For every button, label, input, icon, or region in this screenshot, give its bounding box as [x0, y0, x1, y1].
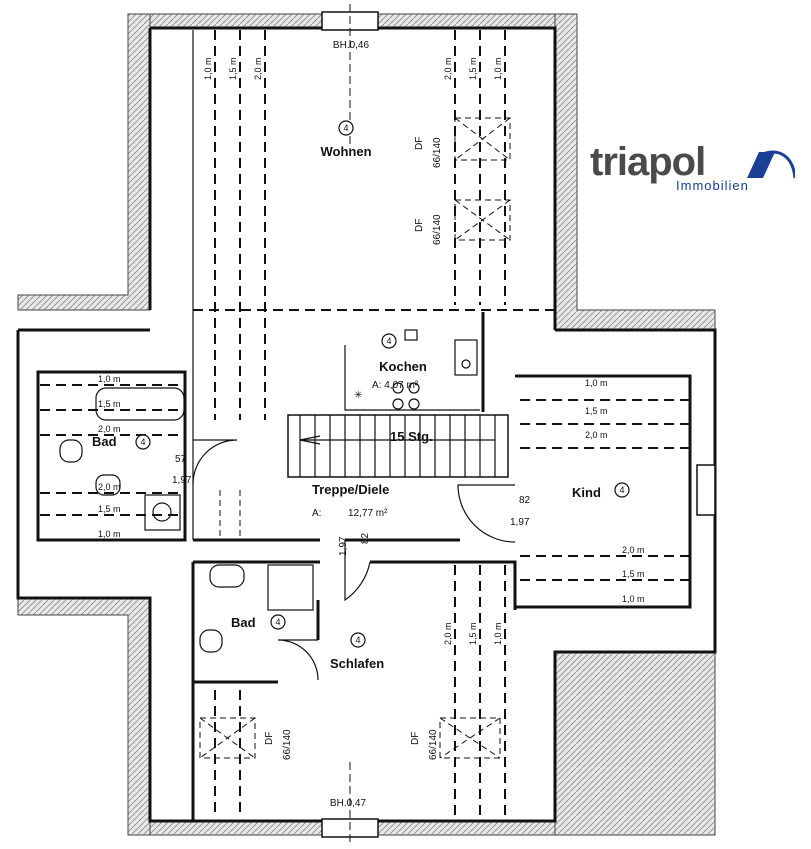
svg-text:1,5 m: 1,5 m: [468, 622, 478, 645]
height-labels-horizontal: 1,0 m 1,5 m 2,0 m 2,0 m 1,5 m 1,0 m 1,0 …: [98, 374, 645, 604]
window-label-top: BH.0,46: [333, 40, 370, 51]
df-size: 66/140: [428, 729, 439, 760]
room-kind: Kind 4: [572, 482, 630, 500]
svg-text:1,5 m: 1,5 m: [228, 57, 238, 80]
height-labels: 1,0 m 1,5 m 2,0 m 2,0 m 1,5 m 1,0 m 2,0 …: [203, 57, 503, 645]
df-label: DF: [264, 732, 275, 745]
door-width: 57: [175, 454, 187, 465]
door-height: 1,97: [510, 517, 530, 528]
svg-text:2,0 m: 2,0 m: [443, 622, 453, 645]
svg-text:2,0 m: 2,0 m: [98, 482, 121, 492]
svg-text:1,0 m: 1,0 m: [585, 378, 608, 388]
df-size: 66/140: [432, 137, 443, 168]
df-label: DF: [414, 137, 425, 150]
room-bad-left: Bad 4: [92, 434, 151, 450]
room-kochen: 4 Kochen A: 4,07 m² ✳: [354, 333, 427, 401]
room-number: 4: [619, 485, 624, 495]
room-label: Treppe/Diele: [312, 482, 389, 497]
room-label: Bad: [231, 615, 256, 630]
door-width: 82: [360, 532, 371, 544]
svg-text:1,0 m: 1,0 m: [203, 57, 213, 80]
stairs-label: 15 Stg.: [390, 429, 433, 444]
room-number: 4: [386, 336, 391, 346]
room-area: A: 4,07 m²: [372, 380, 419, 391]
df-labels: DF 66/140 DF 66/140 DF 66/140 DF 66/140: [264, 137, 443, 760]
room-number: 4: [355, 635, 360, 645]
df-label: DF: [414, 219, 425, 232]
svg-text:1,0 m: 1,0 m: [98, 374, 121, 384]
room-area: 12,77 m²: [348, 508, 388, 519]
door-height: 1,97: [338, 536, 349, 556]
room-number: 4: [140, 437, 145, 447]
room-label: Bad: [92, 434, 117, 449]
bath-fixtures: [59, 387, 314, 653]
stairs: [287, 414, 509, 478]
door-labels: 57 1,97 82 1,97 82 1,97: [172, 454, 531, 556]
svg-text:1,5 m: 1,5 m: [585, 406, 608, 416]
svg-text:2,0 m: 2,0 m: [253, 57, 263, 80]
svg-text:2,0 m: 2,0 m: [622, 545, 645, 555]
svg-text:1,0 m: 1,0 m: [622, 594, 645, 604]
kitchen-fixtures: [344, 312, 485, 412]
df-size: 66/140: [282, 729, 293, 760]
svg-text:1,5 m: 1,5 m: [98, 504, 121, 514]
svg-text:1,0 m: 1,0 m: [493, 622, 503, 645]
roof-windows: [199, 117, 511, 759]
room-label: Schlafen: [330, 656, 384, 671]
svg-text:1,5 m: 1,5 m: [98, 399, 121, 409]
room-number: 4: [275, 617, 280, 627]
logo-tagline: Immobilien: [676, 178, 749, 193]
door-height: 1,97: [172, 475, 192, 486]
svg-text:1,5 m: 1,5 m: [622, 569, 645, 579]
df-size: 66/140: [432, 214, 443, 245]
room-label: Kind: [572, 485, 601, 500]
doors: [192, 439, 516, 681]
logo-arc-icon: [747, 150, 795, 179]
svg-text:1,5 m: 1,5 m: [468, 57, 478, 80]
door-width: 82: [519, 495, 531, 506]
svg-text:1,0 m: 1,0 m: [493, 57, 503, 80]
svg-text:2,0 m: 2,0 m: [585, 430, 608, 440]
svg-text:2,0 m: 2,0 m: [443, 57, 453, 80]
svg-text:2,0 m: 2,0 m: [98, 424, 121, 434]
area-prefix: A:: [312, 508, 321, 519]
window-labels: BH.0,46 BH.0,47: [330, 40, 370, 809]
logo-wordmark: triapol: [590, 140, 706, 184]
room-wohnen: 4 Wohnen: [320, 120, 372, 159]
room-schlafen: 4 Schlafen: [330, 632, 384, 671]
room-label: Wohnen: [320, 144, 371, 159]
height-lines: [40, 30, 690, 815]
svg-text:✳: ✳: [354, 390, 362, 401]
room-treppe: Treppe/Diele A: 12,77 m² 15 Stg.: [312, 429, 433, 519]
room-label: Kochen: [379, 359, 427, 374]
df-label: DF: [410, 732, 421, 745]
svg-text:1,0 m: 1,0 m: [98, 529, 121, 539]
room-bad-lower: Bad 4: [231, 614, 286, 630]
triapol-logo: triapol Immobilien: [590, 140, 795, 200]
windows: [321, 4, 716, 845]
walls: [16, 26, 717, 823]
window-label-bottom: BH.0,47: [330, 798, 367, 809]
room-number: 4: [343, 123, 348, 133]
